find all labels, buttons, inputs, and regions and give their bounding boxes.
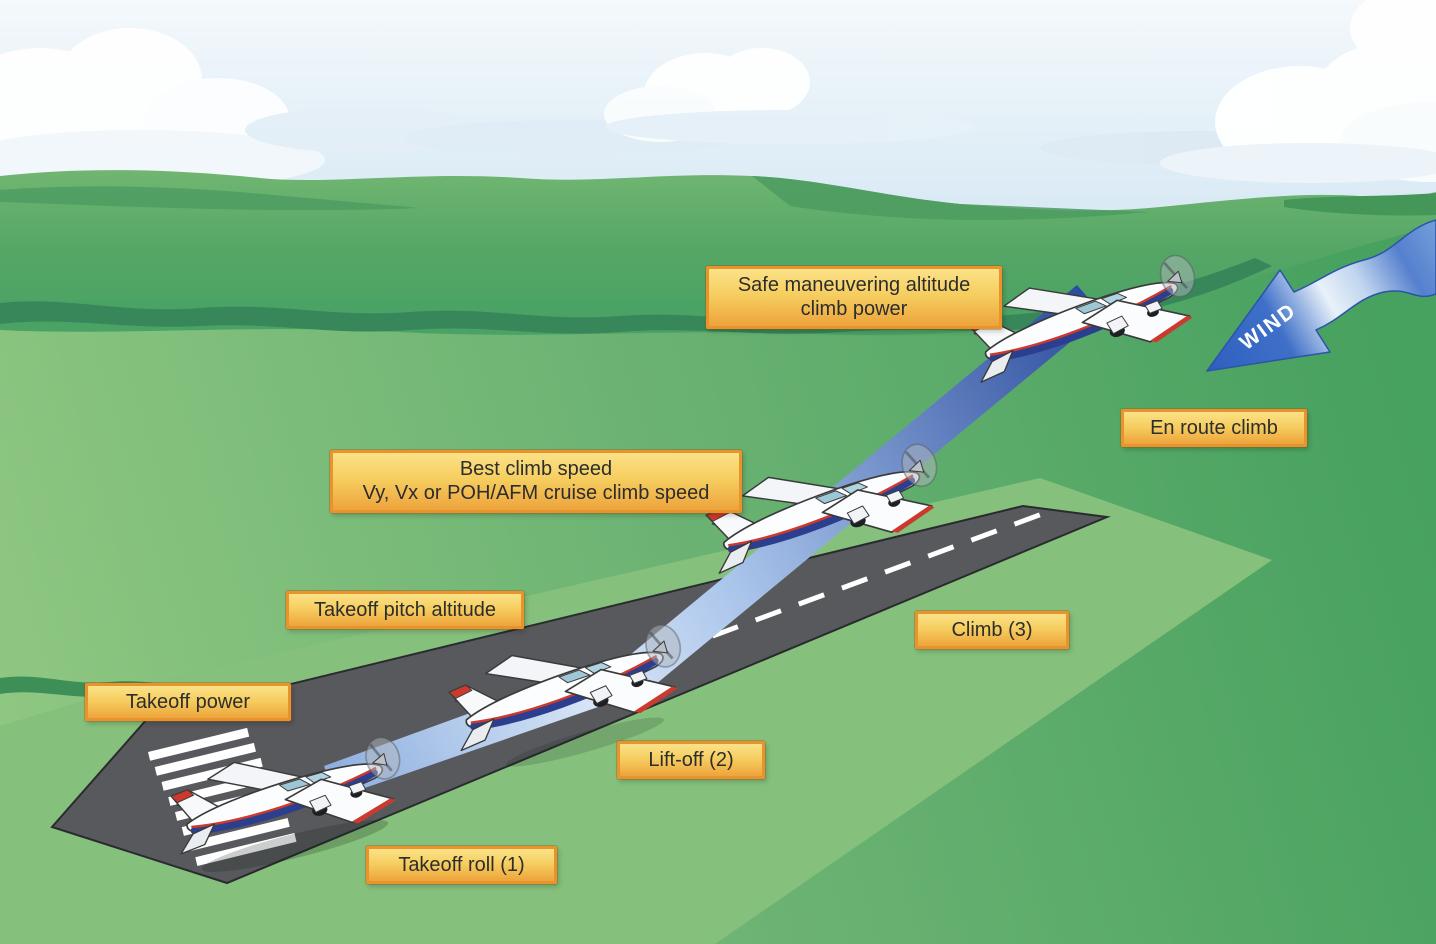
hill-shade [0, 186, 420, 211]
label-climb-3: Climb (3) [915, 611, 1069, 650]
label-safe-maneuvering-altitude: Safe maneuvering altitude climb power [706, 266, 1002, 329]
hill-shade [752, 176, 1150, 220]
label-takeoff-roll-1: Takeoff roll (1) [366, 846, 557, 885]
label-line: climb power [800, 298, 908, 321]
cloud [1160, 143, 1436, 183]
hill-shade [1284, 193, 1436, 216]
cloud [1350, 0, 1436, 74]
label-line: Best climb speed [459, 458, 613, 480]
airplane-shadows [201, 717, 664, 872]
clouds [0, 0, 1436, 192]
cloud [714, 48, 810, 116]
label-takeoff-power: Takeoff power [85, 683, 291, 722]
cloud [605, 110, 975, 144]
label-line: Lift-off (2) [648, 749, 734, 771]
label-best-climb-speed: Best climb speed Vy, Vx or POH/AFM cruis… [330, 450, 742, 513]
tree-line [0, 258, 1272, 334]
label-en-route-climb: En route climb [1121, 409, 1307, 448]
label-line: Safe maneuvering altitude [737, 274, 971, 296]
label-line: Takeoff power [125, 691, 251, 713]
label-lift-off-2: Lift-off (2) [617, 741, 765, 780]
label-line: En route climb [1150, 417, 1278, 439]
label-line: Takeoff roll (1) [398, 854, 525, 876]
label-line: Climb (3) [951, 619, 1033, 641]
label-takeoff-pitch-altitude: Takeoff pitch altitude [286, 591, 524, 630]
label-line: Takeoff pitch altitude [314, 599, 496, 621]
label-line: Vy, Vx or POH/AFM cruise climb speed [362, 482, 710, 505]
